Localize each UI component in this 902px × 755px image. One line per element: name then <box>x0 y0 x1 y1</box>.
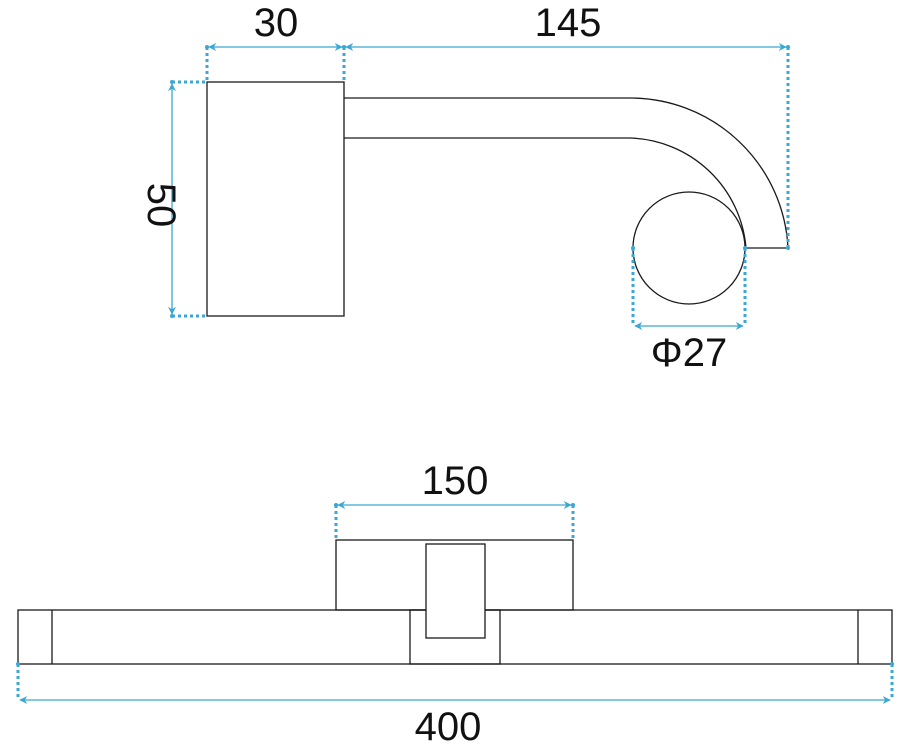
dimension-depth: 30 <box>205 1 346 82</box>
dimension-height-label: 50 <box>139 183 183 228</box>
dimension-arm-reach-label: 145 <box>535 1 602 45</box>
dimension-height: 50 <box>139 80 207 318</box>
dimension-total-length-label: 400 <box>415 705 482 749</box>
dimension-depth-label: 30 <box>254 1 299 45</box>
curved-arm <box>344 97 789 249</box>
wall-mount-block <box>206 81 345 317</box>
arm-stem <box>425 543 486 639</box>
lamp-head-circle <box>632 191 746 305</box>
dimension-arm-reach: 145 <box>345 1 790 250</box>
side-view <box>206 81 789 317</box>
front-view <box>17 539 893 665</box>
dimension-mount-width: 150 <box>334 459 575 540</box>
dimension-diameter-label: Φ27 <box>651 331 727 375</box>
dimension-mount-width-label: 150 <box>422 459 489 503</box>
dimension-total-length: 400 <box>16 662 894 749</box>
dimension-diameter: Φ27 <box>631 246 747 375</box>
